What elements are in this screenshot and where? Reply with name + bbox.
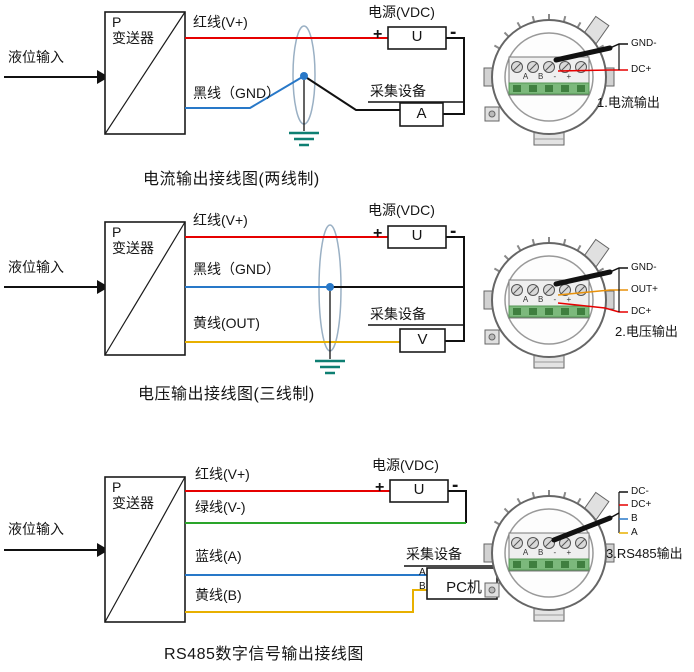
collector-unit-box-2: V [417,331,428,348]
pin-label-dc-1: DC+ [631,64,652,75]
transmitter-p-2: P [112,224,122,240]
power-title-3: 电源(VDC) [372,457,439,473]
input-label-2: 液位输入 [8,259,64,275]
diagram-1-graphics [4,11,465,147]
caption-3: RS485数字信号输出接线图 [164,646,364,663]
power-unit-box-2: U [411,227,423,244]
transmitter-name-1: 变送器 [112,30,154,46]
collector-title-2: 采集设备 [370,306,426,322]
input-label-3: 液位输入 [8,521,64,537]
ground-symbol [289,131,319,147]
wire-label-green-3: 绿线(V-) [195,499,246,515]
wire-label-yellow-3: 黄线(B) [195,587,242,603]
transmitter-name-3: 变送器 [112,495,154,511]
pin-label-out-2: OUT+ [631,284,658,295]
minus-sign-2: - [450,221,457,242]
device-caption-1: 1.电流输出 [597,95,660,110]
device-1-pin-wires [553,43,628,72]
device-terminals-1: A B - + [522,72,576,81]
power-title-2: 电源(VDC) [368,202,435,218]
minus-sign-1: - [450,22,457,43]
wire-label-blue-3: 蓝线(A) [195,548,242,564]
pin-label-dcplus-3: DC+ [631,499,652,510]
wire-label-red-2: 红线(V+) [193,212,248,228]
pin-label-gnd-1: GND- [631,38,657,49]
transmitter-p-3: P [112,479,122,495]
plus-sign-2: + [373,225,383,242]
wire-label-black-1: 黑线（GND） [193,85,281,101]
minus-sign-3: - [452,475,459,496]
power-title-1: 电源(VDC) [368,4,435,20]
pin-label-gnd-2: GND- [631,262,657,273]
transmitter-p-1: P [112,14,122,30]
plus-sign-3: + [375,479,385,496]
ground-symbol [315,359,345,375]
input-label-1: 液位输入 [8,49,64,65]
pin-label-a-3: A [631,527,638,538]
pin-label-b-3: B [631,513,638,524]
wire-label-red-1: 红线(V+) [193,14,248,30]
collector-title-3: 采集设备 [406,546,462,562]
pc-port-b-label: B [419,581,426,592]
device-terminals-3: A B - + [522,548,576,557]
power-unit-box-1: U [411,28,423,45]
pin-label-dc-2: DC+ [631,306,652,317]
plus-sign-1: + [373,26,383,43]
wire-label-yellow-2: 黄线(OUT) [193,315,260,331]
pc-port-a-label: A [419,567,426,578]
device-caption-2: 2.电压输出 [615,324,678,339]
device-3-pin-wires [551,491,628,543]
transmitter-name-2: 变送器 [112,240,154,256]
collector-unit-box-3: PC机 [446,579,482,596]
power-unit-box-3: U [413,481,425,498]
collector-unit-box-1: A [416,105,427,122]
pin-label-dcminus-3: DC- [631,486,649,497]
device-2-pin-wires [553,267,628,313]
collector-title-1: 采集设备 [370,83,426,99]
device-caption-3: 3.RS485输出 [606,546,683,561]
wire-label-red-3: 红线(V+) [195,466,250,482]
caption-2: 电压输出接线图(三线制) [138,386,315,403]
caption-1: 电流输出接线图(两线制) [143,171,320,188]
diagram-2-graphics [4,221,465,375]
wire-label-black-2: 黑线（GND） [193,261,281,277]
device-terminals-2: A B - + [522,295,576,304]
